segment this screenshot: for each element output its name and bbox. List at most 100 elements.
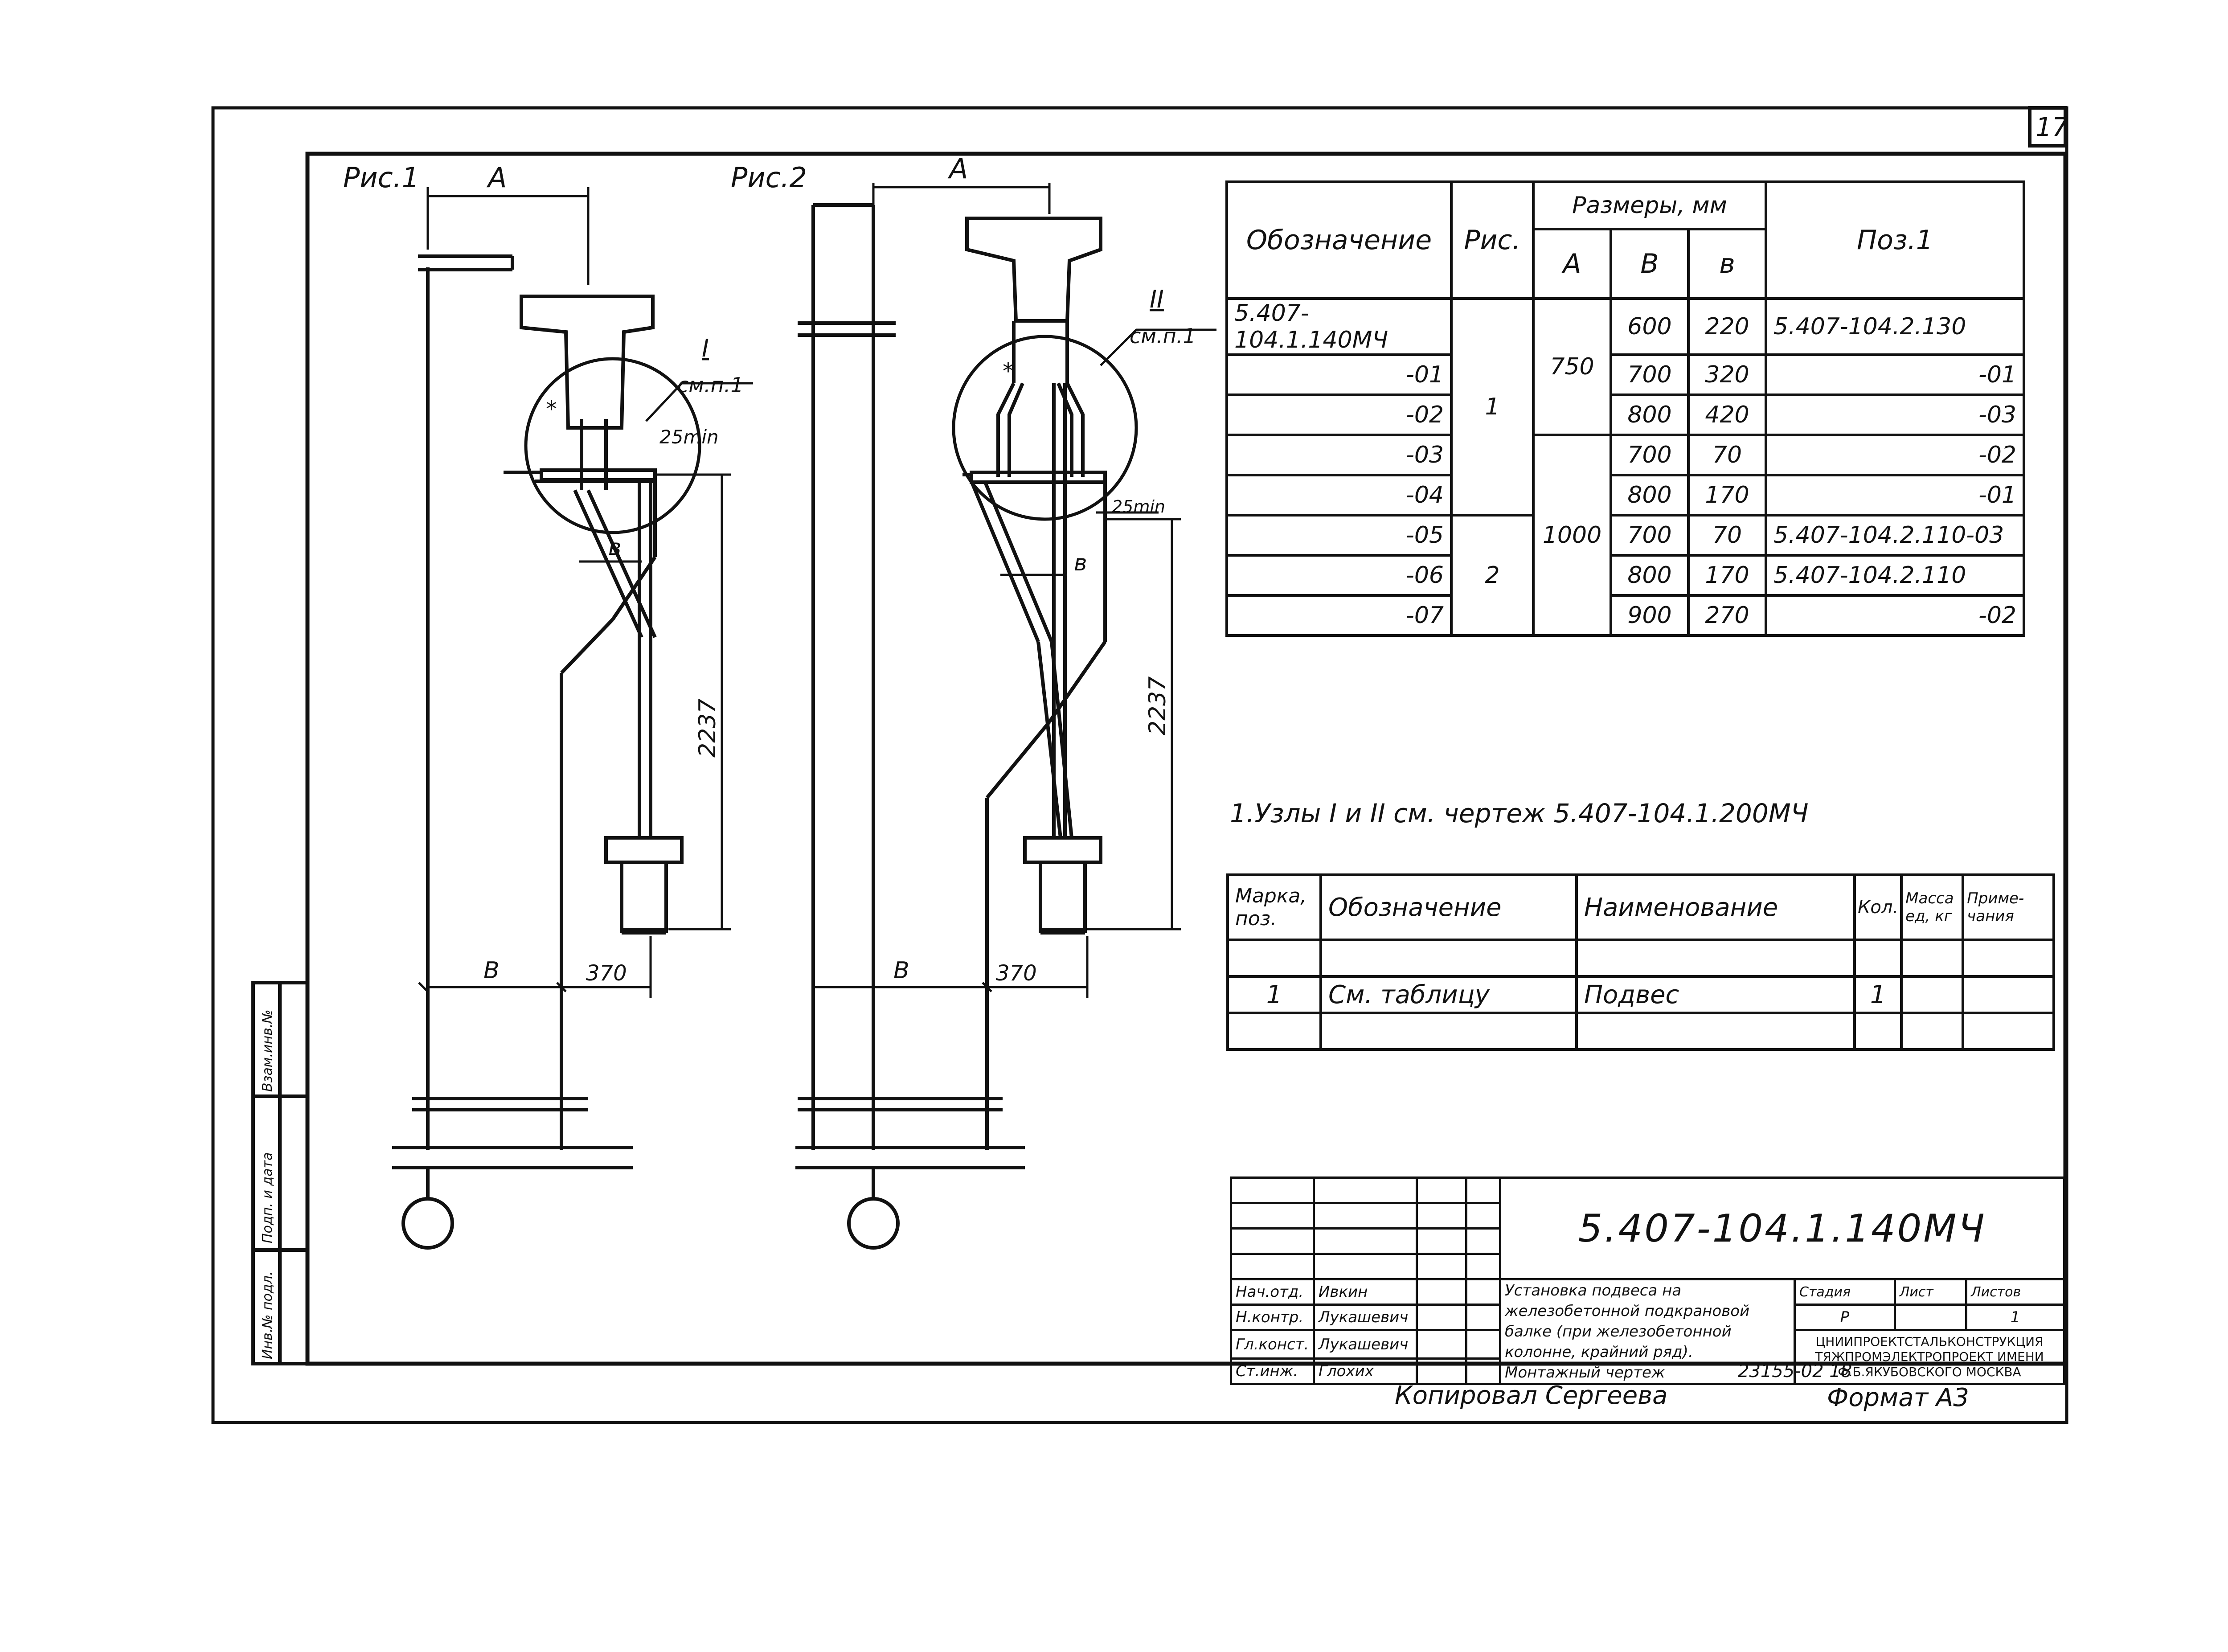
side-stamp-replace: Взам.инв.№ bbox=[260, 1009, 275, 1092]
spec-designation: 5.407-104.1.140МЧ bbox=[1225, 297, 1453, 356]
empty-cell bbox=[1319, 939, 1578, 978]
table-row: -03 1000 700 70 -02 bbox=[1225, 434, 2025, 637]
spec-b-big: 700 bbox=[1610, 514, 1690, 557]
spec-header-a: А bbox=[1532, 228, 1612, 300]
empty-cell bbox=[1319, 1012, 1578, 1051]
empty-cell bbox=[1575, 939, 1856, 978]
fig1-dim-370: 370 bbox=[586, 961, 627, 986]
spec-b-small: 70 bbox=[1687, 434, 1767, 476]
figure-2-label: Рис.2 bbox=[731, 161, 807, 194]
spec-designation: -03 bbox=[1225, 434, 1453, 476]
stamp-cell bbox=[1465, 1176, 1501, 1204]
sheet-format: Формат А3 bbox=[1827, 1383, 1969, 1412]
figure-1-drawing bbox=[392, 187, 753, 1250]
stamp-role: Ст.инж. bbox=[1230, 1357, 1315, 1385]
figure-1-label: Рис.1 bbox=[343, 161, 419, 194]
stamp-cell bbox=[1465, 1329, 1501, 1360]
stamp-sheet-label: Лист bbox=[1893, 1278, 1968, 1306]
fig1-dim-25min: 25min bbox=[659, 426, 719, 448]
empty-cell bbox=[1853, 1012, 1903, 1051]
fig2-node-number: II bbox=[1150, 285, 1164, 313]
empty-cell bbox=[1226, 1012, 1322, 1051]
fig1-node-number: I bbox=[702, 334, 709, 362]
spec-b-big: 800 bbox=[1610, 474, 1690, 517]
fig2-dim-a: A bbox=[947, 152, 968, 185]
stamp-cell bbox=[1313, 1253, 1418, 1280]
stamp-cell bbox=[1465, 1304, 1501, 1331]
stamp-name: Глохих bbox=[1313, 1357, 1418, 1385]
spec-header-pos1: Поз.1 bbox=[1765, 180, 2025, 300]
parts-header-name: Наименование bbox=[1575, 873, 1856, 941]
stamp-cell bbox=[1230, 1227, 1315, 1255]
empty-cell bbox=[1853, 939, 1903, 978]
stamp-name: Ивкин bbox=[1313, 1278, 1418, 1306]
parts-name: Подвес bbox=[1575, 975, 1856, 1014]
parts-header-qty: Кол. bbox=[1853, 873, 1903, 941]
side-stamp-sign: Подп. и дата bbox=[260, 1152, 275, 1243]
fig2-dim-370: 370 bbox=[996, 961, 1037, 986]
stamp-cell bbox=[1230, 1202, 1315, 1230]
copied-by: Копировал Сергеева bbox=[1395, 1381, 1668, 1410]
fig1-dim-b: в bbox=[608, 534, 621, 560]
fig2-node-ref: см.п.1 bbox=[1130, 324, 1196, 348]
general-note: 1.Узлы I и II см. чертеж 5.407-104.1.200… bbox=[1230, 798, 1809, 828]
spec-b-small: 220 bbox=[1687, 297, 1767, 356]
spec-pos1: -01 bbox=[1765, 474, 2025, 517]
stamp-cell bbox=[1465, 1253, 1501, 1280]
spec-designation: -01 bbox=[1225, 353, 1453, 396]
parts-header-mass: Масса ед, кг bbox=[1900, 873, 1965, 941]
figure-2-drawing bbox=[795, 183, 1216, 1250]
spec-b-small: 320 bbox=[1687, 353, 1767, 396]
parts-table: Марка, поз. Обозначение Наименование Кол… bbox=[1226, 873, 2055, 1051]
spec-header-sizes: Размеры, мм bbox=[1532, 180, 1767, 230]
table-row: -01 700 320 -01 bbox=[1225, 353, 2025, 396]
table-row: -07 900 270 -02 bbox=[1225, 594, 2025, 637]
side-stamp-inv: Инв.№ подл. bbox=[260, 1271, 275, 1359]
fig1-dim-2237: 2237 bbox=[694, 699, 721, 758]
spec-b-big: 600 bbox=[1610, 297, 1690, 356]
stamp-cell bbox=[1416, 1357, 1467, 1385]
stamp-name: Лукашевич bbox=[1313, 1329, 1418, 1360]
empty-cell bbox=[1900, 1012, 1965, 1051]
spec-b-big: 900 bbox=[1610, 594, 1690, 637]
spec-pos1: 5.407-104.2.110 bbox=[1765, 554, 2025, 597]
stamp-role: Нач.отд. bbox=[1230, 1278, 1315, 1306]
stamp-stage: Р bbox=[1794, 1304, 1896, 1331]
table-row bbox=[1226, 1012, 2055, 1051]
parts-header-designation: Обозначение bbox=[1319, 873, 1578, 941]
stamp-cell bbox=[1465, 1357, 1501, 1385]
stamp-cell bbox=[1416, 1202, 1467, 1230]
parts-designation: См. таблицу bbox=[1319, 975, 1578, 1014]
empty-cell bbox=[1575, 1012, 1856, 1051]
stamp-code: 5.407-104.1.140МЧ bbox=[1499, 1176, 2065, 1280]
spec-b-big: 800 bbox=[1610, 394, 1690, 436]
spec-b-big: 700 bbox=[1610, 353, 1690, 396]
stamp-cell bbox=[1416, 1176, 1467, 1204]
stamp-cell bbox=[1230, 1176, 1315, 1204]
stamp-cell bbox=[1313, 1176, 1418, 1204]
stamp-role: Н.контр. bbox=[1230, 1304, 1315, 1331]
fig2-dim-25min: 25min bbox=[1112, 497, 1165, 517]
stamp-cell bbox=[1416, 1278, 1467, 1306]
spec-designation: -06 bbox=[1225, 554, 1453, 597]
spec-pos1: 5.407-104.2.130 bbox=[1765, 297, 2025, 356]
fig1-dim-a: A bbox=[486, 161, 507, 194]
spec-a-merged-750: 750 bbox=[1532, 297, 1612, 436]
fig1-star: * bbox=[546, 396, 557, 422]
stamp-name: Лукашевич bbox=[1313, 1304, 1418, 1331]
spec-b-small: 170 bbox=[1687, 554, 1767, 597]
spec-designation: -04 bbox=[1225, 474, 1453, 517]
table-row: -06 800 170 5.407-104.2.110 bbox=[1225, 554, 2025, 597]
fig2-dim-b-big: В bbox=[893, 957, 909, 984]
table-row: -02 800 420 -03 bbox=[1225, 394, 2025, 436]
spec-b-big: 800 bbox=[1610, 554, 1690, 597]
stamp-cell bbox=[1230, 1253, 1315, 1280]
sheet-number: 17 bbox=[2036, 112, 2068, 142]
fig1-node-ref: см.п.1 bbox=[677, 373, 744, 397]
spec-designation: -07 bbox=[1225, 594, 1453, 637]
fig1-dim-b-big: В bbox=[483, 957, 500, 984]
spec-a-merged-1000: 1000 bbox=[1532, 434, 1612, 637]
spec-designation: -02 bbox=[1225, 394, 1453, 436]
empty-cell bbox=[1226, 939, 1322, 978]
stamp-cell bbox=[1313, 1202, 1418, 1230]
